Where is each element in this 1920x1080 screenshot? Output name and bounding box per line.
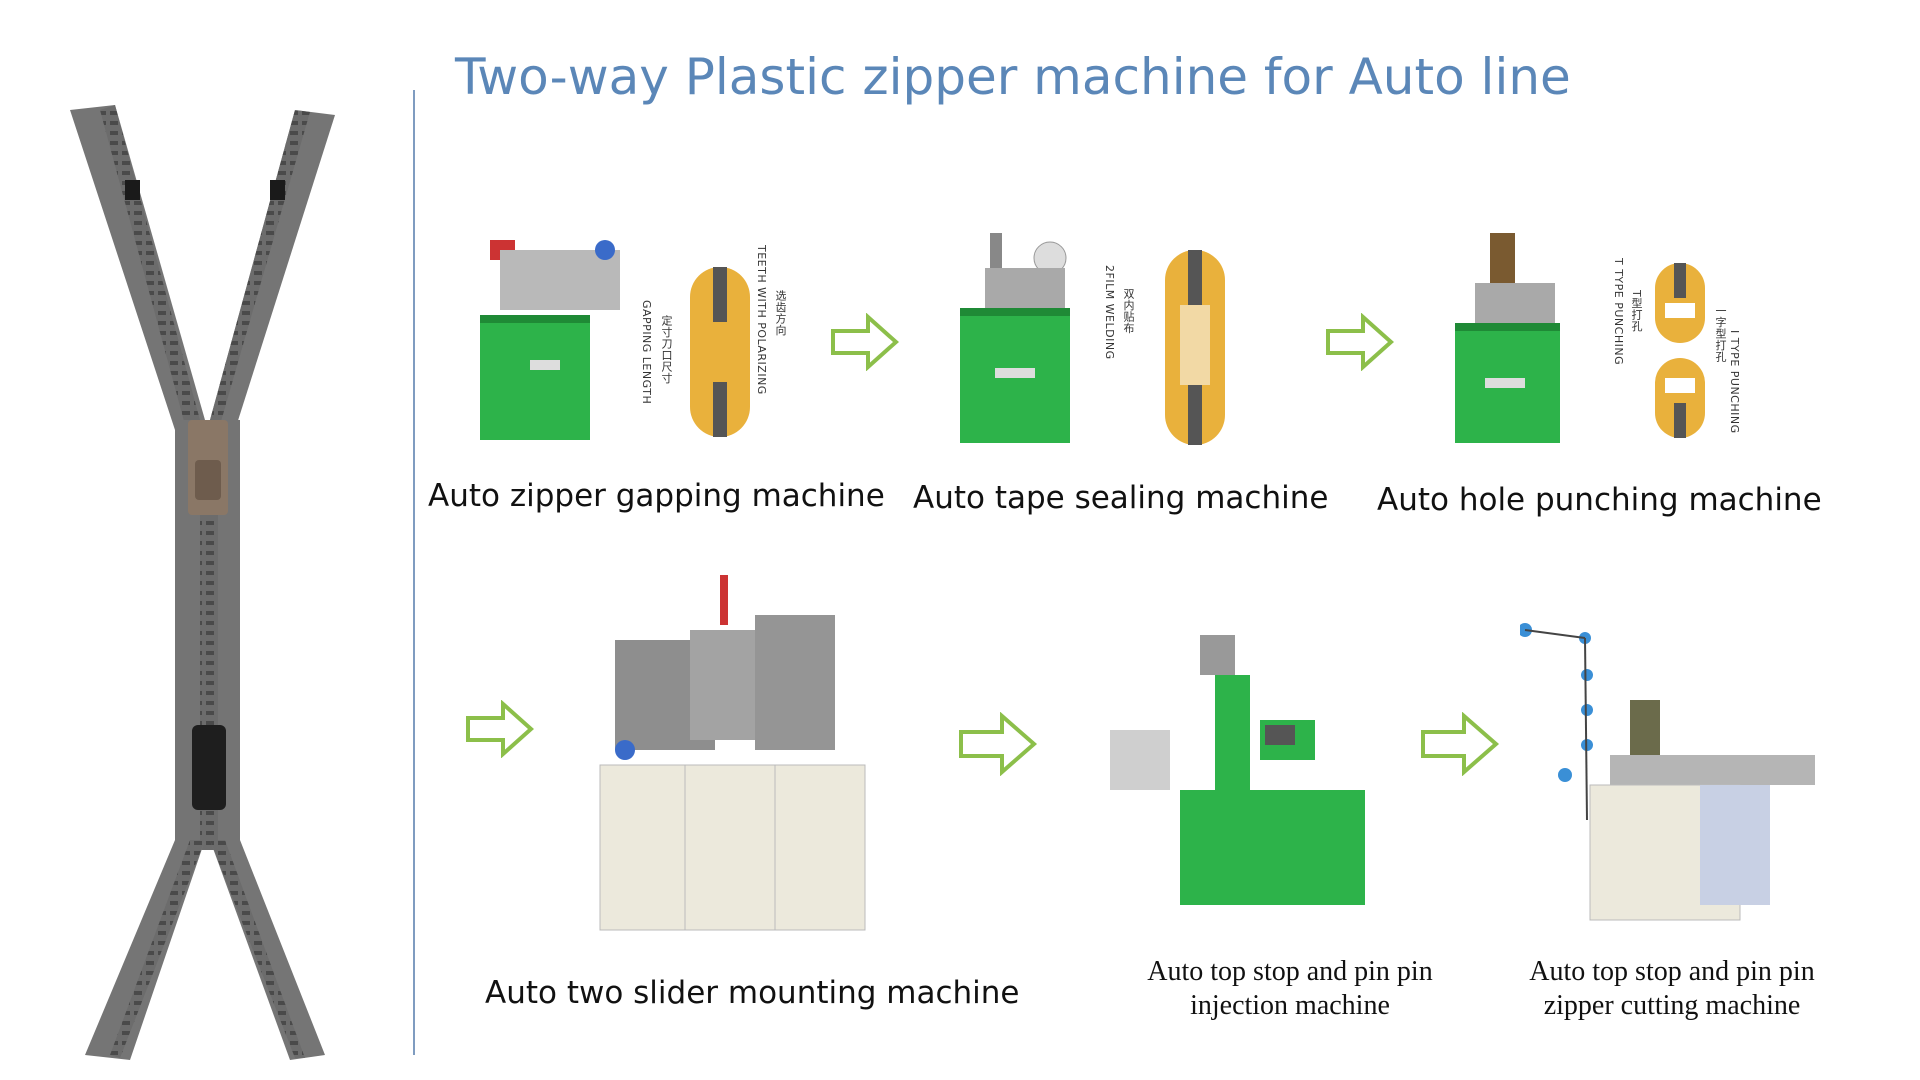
divider bbox=[413, 90, 415, 1055]
arrow-right-icon bbox=[830, 313, 900, 371]
injection-machine-image bbox=[1100, 630, 1370, 910]
tape-sealing-machine-image bbox=[955, 228, 1095, 448]
annotation-teeth-cn: 选齿方向 bbox=[774, 290, 787, 336]
slider-mounting-machine-image bbox=[595, 570, 870, 935]
annotation-t-punching-cn: T型打孔 bbox=[1630, 290, 1643, 332]
label-cutting-line2: zipper cutting machine bbox=[1543, 990, 1801, 1021]
arrow-right-icon bbox=[958, 712, 1038, 776]
annotation-i-punching-cn: 一字型打孔 bbox=[1714, 305, 1727, 363]
arrow-right-icon bbox=[1420, 712, 1500, 776]
label-injection-line1: Auto top stop and pin pin bbox=[1147, 956, 1433, 987]
label-injection-machine: Auto top stop and pin pin injection mach… bbox=[1105, 955, 1475, 1023]
hole-punching-machine-image bbox=[1450, 228, 1575, 448]
page-title: Two-way Plastic zipper machine for Auto … bbox=[455, 48, 1571, 106]
gapping-machine-image bbox=[470, 230, 630, 445]
label-cutting-machine: Auto top stop and pin pin zipper cutting… bbox=[1487, 955, 1857, 1023]
annotation-gapping-length-en: GAPPING LENGTH bbox=[640, 300, 653, 405]
arrow-right-icon bbox=[465, 700, 535, 758]
annotation-film-welding-en: 2FILM WELDING bbox=[1103, 265, 1116, 360]
label-cutting-line1: Auto top stop and pin pin bbox=[1529, 956, 1815, 987]
sealed-tape-image bbox=[1160, 245, 1230, 450]
punched-tape-image bbox=[1650, 258, 1710, 443]
annotation-i-punching-en: I TYPE PUNCHING bbox=[1728, 330, 1741, 434]
annotation-gapping-length-cn: 定寸刀口尺寸 bbox=[660, 315, 673, 384]
label-injection-line2: injection machine bbox=[1190, 990, 1390, 1021]
annotation-teeth-en: TEETH WITH POLARIZING bbox=[755, 245, 768, 395]
zipper-image bbox=[60, 100, 350, 1060]
label-hole-punching-machine: Auto hole punching machine bbox=[1377, 482, 1822, 518]
annotation-t-punching-en: T TYPE PUNCHING bbox=[1612, 258, 1625, 366]
label-slider-mounting-machine: Auto two slider mounting machine bbox=[485, 975, 1020, 1011]
gapped-tape-image bbox=[685, 262, 755, 442]
label-gapping-machine: Auto zipper gapping machine bbox=[428, 478, 885, 514]
arrow-right-icon bbox=[1325, 313, 1395, 371]
label-tape-sealing-machine: Auto tape sealing machine bbox=[913, 480, 1329, 516]
annotation-film-welding-cn: 双内贴布 bbox=[1122, 288, 1135, 334]
cutting-machine-image bbox=[1520, 620, 1820, 930]
